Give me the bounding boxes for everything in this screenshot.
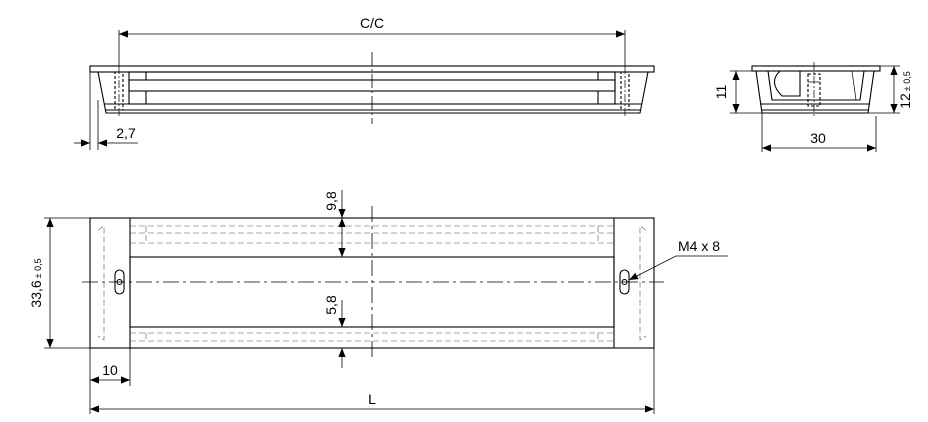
side-width-label: 30 (810, 130, 826, 146)
side-height-label: 12 ± 0,5 (897, 71, 913, 109)
wall-dim-label: 2,7 (116, 125, 136, 141)
plan-height-main: 33,6 (28, 280, 44, 307)
side-height-main: 12 (897, 93, 913, 109)
groove-top-label: 9,8 (323, 191, 339, 211)
plan-height-label: 33,6 ± 0,5 (28, 258, 44, 307)
thread-label: M4 x 8 (678, 238, 720, 254)
plan-height-tol: ± 0,5 (33, 258, 43, 278)
side-view (730, 62, 900, 152)
side-depth-label: 11 (713, 85, 729, 100)
top-view-body (97, 71, 649, 114)
side-view-flange (751, 65, 881, 72)
cc-label: C/C (360, 15, 384, 31)
end-dim-label: 10 (102, 362, 118, 378)
length-label: L (368, 391, 376, 407)
top-view (74, 30, 655, 150)
side-height-tol: ± 0,5 (902, 71, 912, 91)
plan-view (44, 190, 728, 414)
groove-bottom-label: 5,8 (323, 295, 339, 315)
side-view-body (755, 70, 875, 114)
thread-leader-line (628, 255, 728, 281)
